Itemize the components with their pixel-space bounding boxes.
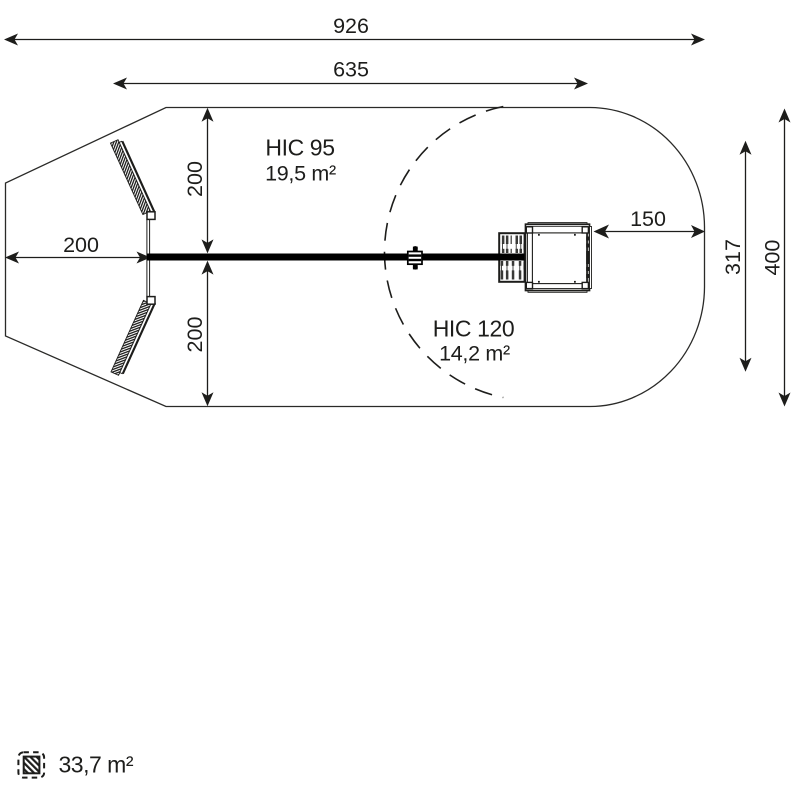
svg-text:635: 635: [333, 58, 369, 82]
svg-text:317: 317: [721, 239, 745, 275]
svg-text:19,5 m²: 19,5 m²: [265, 161, 336, 185]
svg-text:200: 200: [183, 317, 207, 353]
svg-text:926: 926: [333, 14, 369, 38]
svg-text:HIC 95: HIC 95: [265, 134, 334, 160]
svg-text:33,7 m²: 33,7 m²: [59, 752, 134, 778]
svg-text:14,2 m²: 14,2 m²: [439, 341, 510, 365]
svg-text:200: 200: [63, 233, 99, 257]
svg-text:150: 150: [630, 207, 666, 231]
svg-text:HIC 120: HIC 120: [433, 315, 515, 341]
svg-text:200: 200: [183, 161, 207, 197]
svg-text:400: 400: [761, 240, 785, 276]
